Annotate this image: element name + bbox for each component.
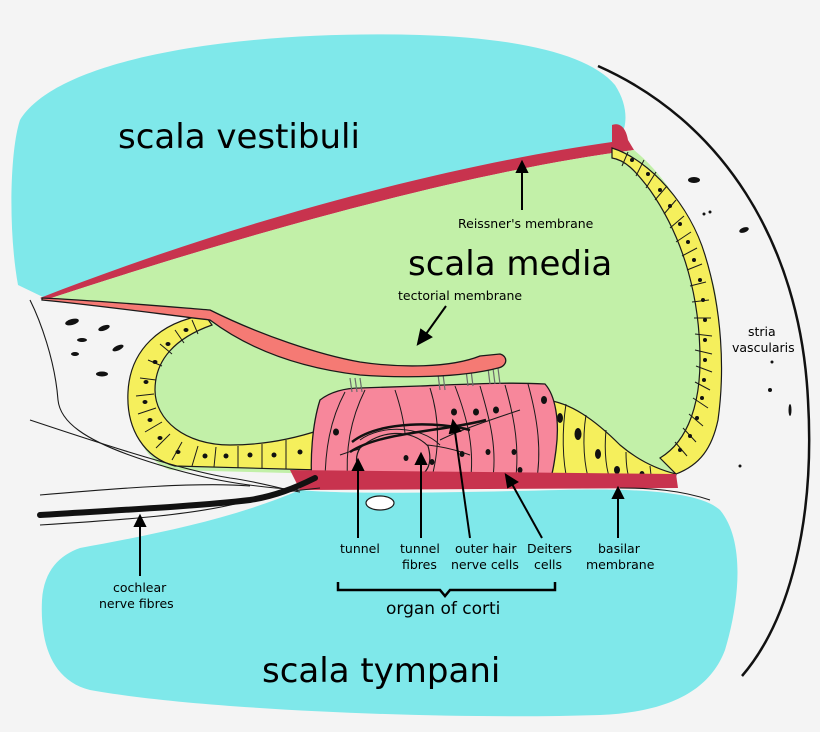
label-scala-tympani: scala tympani: [262, 651, 500, 691]
label-tunnel-fibres-2: fibres: [402, 557, 437, 572]
label-organ-of-corti: organ of corti: [386, 599, 500, 619]
label-reissners-membrane: Reissner's membrane: [458, 216, 594, 231]
outer-wall-curve: [597, 64, 811, 677]
vas-spirale: [365, 495, 395, 511]
spiral-lamina-outlines: [29, 299, 711, 526]
label-cochlear-nerve-fibres-1: cochlear: [113, 580, 167, 595]
label-cochlear-nerve-fibres-2: nerve fibres: [99, 596, 174, 611]
label-scala-media: scala media: [408, 244, 612, 284]
bone-canals: [65, 177, 792, 468]
reissners-membrane-shape: [40, 124, 634, 300]
label-tectorial-membrane: tectorial membrane: [398, 288, 522, 303]
tectorial-membrane-shape: [41, 297, 507, 378]
claudius-cell-band: [544, 399, 677, 485]
label-deiters-cells-1: Deiters: [527, 541, 572, 556]
scala-vestibuli-region: [11, 34, 626, 298]
label-basilar-membrane-1: basilar: [598, 541, 641, 556]
claudius-nuclei: [557, 413, 645, 477]
label-outer-hair-nerve-cells-2: nerve cells: [451, 557, 519, 572]
limbus-cell-band: [127, 314, 321, 471]
label-tunnel: tunnel: [340, 541, 380, 556]
cochlear-nerve-bundle: [37, 475, 318, 518]
limbus-nuclei: [142, 328, 303, 459]
limbus-cells: [135, 319, 287, 469]
annotation-arrows: [133, 159, 625, 576]
label-deiters-cells-2: cells: [534, 557, 562, 572]
organ-of-corti-bracket: [336, 582, 557, 598]
label-basilar-membrane-2: membrane: [586, 557, 655, 572]
stria-nuclei: [630, 158, 707, 452]
label-stria-vascularis-1: stria: [748, 324, 776, 339]
stria-cells: [621, 151, 713, 457]
scala-tympani-region: [41, 489, 738, 717]
basilar-membrane-shape: [290, 470, 678, 490]
label-stria-vascularis-2: vascularis: [732, 340, 795, 355]
label-scala-vestibuli: scala vestibuli: [118, 117, 360, 157]
label-tunnel-fibres-1: tunnel: [400, 541, 440, 556]
label-outer-hair-nerve-cells-1: outer hair: [455, 541, 517, 556]
